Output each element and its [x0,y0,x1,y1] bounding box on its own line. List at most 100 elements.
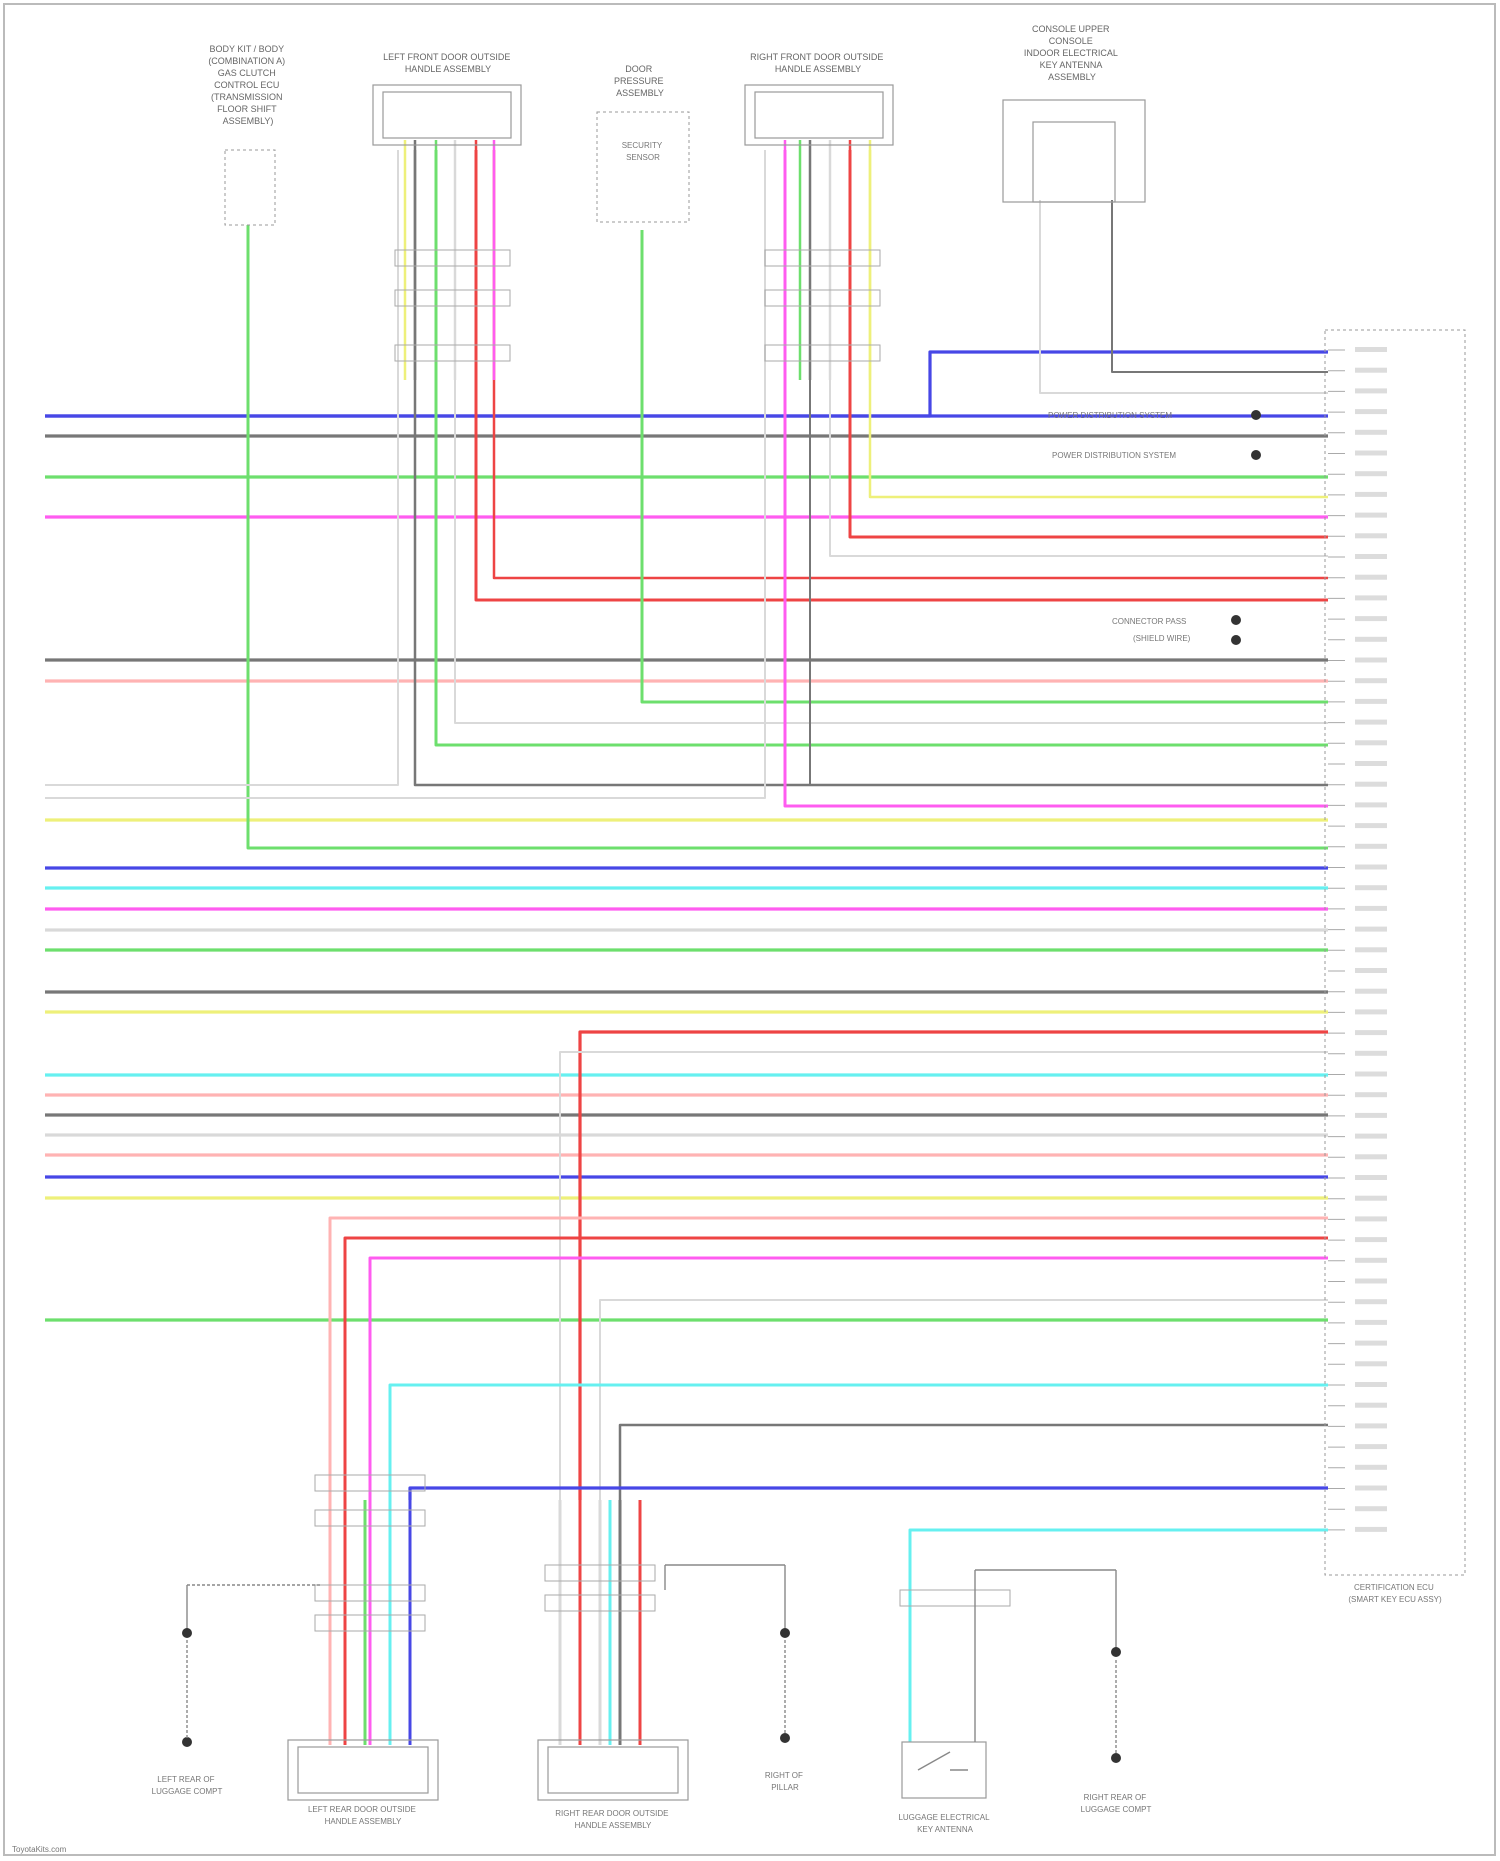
harness-wire [410,1488,1328,1500]
harness-wire [580,1032,1328,1500]
svg-text:LEFT REAR DOOR OUTSIDE H: LEFT REAR DOOR OUTSIDE HANDLE ASSEMBLY [308,1805,418,1826]
ecu-pin-label [1355,1403,1387,1408]
ecu-pin-label [1355,906,1387,911]
ecu-pin-label [1355,865,1387,870]
ecu-pin-label [1355,947,1387,952]
ecu-pin-label [1355,699,1387,704]
ecu-pin-label [1355,595,1387,600]
ecu-pin-label [1355,1423,1387,1428]
bottom-component-1: LEFT REAR OF LUGGAGE COMPT [152,1585,320,1796]
ecu-pin-label [1355,823,1387,828]
ecu-pin-label [1355,554,1387,559]
harness-wire [560,1052,1328,1500]
ecu-pin-label [1355,1486,1387,1491]
ecu-pin-label [1355,761,1387,766]
ecu-pin-label [1355,927,1387,932]
ecu-pin-label [1355,347,1387,352]
svg-text:RIGHT FRONT DOOR OUTSIDE: RIGHT FRONT DOOR OUTSIDE HANDLE ASSEMBLY [750,52,886,74]
svg-text:LEFT REAR OF LUGGAGE COM: LEFT REAR OF LUGGAGE COMPT [152,1775,223,1796]
ecu-pin-label [1355,533,1387,538]
harness-wire [1112,200,1328,372]
ecu-pin-label [1355,430,1387,435]
svg-text:CONNECTOR PASS: CONNECTOR PASS [1112,617,1186,626]
svg-text:RIGHT OF PILLAR: RIGHT OF PILLAR [765,1771,805,1792]
svg-text:SECURITY SENSOR: SECURITY SENSOR [622,141,665,162]
harness-wire [910,1530,1328,1742]
ecu-pin-label [1355,1154,1387,1159]
ecu-pin-label [1355,658,1387,663]
ecu-pin-label [1355,471,1387,476]
ecu-pin-label [1355,1237,1387,1242]
ecu-pin-label [1355,1382,1387,1387]
ecu-pin-label [1355,1030,1387,1035]
ecu-pin-label [1355,968,1387,973]
top-component-4: RIGHT FRONT DOOR OUTSIDE HANDLE ASSEMBLY [745,52,893,145]
bottom-component-2: LEFT REAR DOOR OUTSIDE HANDLE ASSEMBLY [288,1740,438,1826]
top-component-3: DOOR PRESSURE ASSEMBLY SECURITY SENSOR [597,64,689,222]
ecu-pin-label [1355,740,1387,745]
svg-text:CONSOLE UPPER CONSOLE: CONSOLE UPPER CONSOLE INDOOR ELECTRICAL … [1024,24,1120,82]
ecu-pin-label [1355,1113,1387,1118]
ecu-pin-label [1355,1506,1387,1511]
ecu-pin-label [1355,1361,1387,1366]
harness-wire [330,1218,1328,1500]
harness-wire [494,150,1328,578]
top-component-2: LEFT FRONT DOOR OUTSIDE HANDLE ASSEMBLY [373,52,521,145]
harness-wire [476,150,1328,600]
ecu-pin-label [1355,678,1387,683]
ecu-pin-label [1355,1175,1387,1180]
ecu-pin-label [1355,492,1387,497]
side-notes: POWER DISTRIBUTION SYSTEM POWER DISTRIBU… [1048,410,1261,645]
ecu-pin-label [1355,1465,1387,1470]
svg-text:LUGGAGE ELECTRICAL KEY A: LUGGAGE ELECTRICAL KEY ANTENNA [898,1813,991,1834]
harness-wire [850,150,1328,537]
bottom-component-4: RIGHT OF PILLAR [665,1565,805,1792]
bottom-component-6: RIGHT REAR OF LUGGAGE COMPT [1081,1647,1152,1814]
ecu-pin-label [1355,1341,1387,1346]
harness-wire [390,1385,1328,1500]
footer-watermark: ToyotaKits.com [12,1845,67,1854]
ecu-pin-label [1355,802,1387,807]
bottom-component-3: RIGHT REAR DOOR OUTSIDE HANDLE ASSEMBLY [538,1740,688,1830]
top-component-5: CONSOLE UPPER CONSOLE INDOOR ELECTRICAL … [1003,24,1145,202]
svg-text:LEFT FRONT DOOR OUTSIDE: LEFT FRONT DOOR OUTSIDE HANDLE ASSEMBLY [383,52,513,74]
harness-wire [45,352,1328,416]
harness-wire [600,1300,1328,1500]
ecu-pin-label [1355,844,1387,849]
svg-text:POWER DISTRIBUTION SYSTEM: POWER DISTRIBUTION SYSTEM [1052,451,1176,460]
ecu-pin-label [1355,368,1387,373]
certification-ecu-box [1325,330,1465,1575]
ecu-pin-label [1355,1216,1387,1221]
ecu-pin-label [1355,1444,1387,1449]
ecu-pin-label [1355,1196,1387,1201]
ecu-pin-label [1355,409,1387,414]
svg-text:POWER DISTRIBUTION SYSTEM: POWER DISTRIBUTION SYSTEM [1048,411,1172,420]
ecu-label: CERTIFICATION ECU (SMART KEY ECU ASSY) [1348,1583,1442,1604]
ecu-pin-label [1355,885,1387,890]
ecu-pin-label [1355,720,1387,725]
harness-wire [436,150,1328,745]
svg-text:BODY KIT / BODY (COMBINA: BODY KIT / BODY (COMBINATION A) GAS CLUT… [208,44,287,126]
harness-wire [1040,200,1328,393]
svg-text:DOOR PRESSURE ASSE: DOOR PRESSURE ASSEMBLY [614,64,666,98]
top-component-1: BODY KIT / BODY (COMBINATION A) GAS CLUT… [208,44,287,225]
ecu-pin-label [1355,1299,1387,1304]
inline-connector [765,345,880,361]
ecu-pin-label [1355,1072,1387,1077]
svg-text:(SHIELD WIRE): (SHIELD WIRE) [1133,634,1191,643]
ecu-pin-label [1355,616,1387,621]
ecu-pin-label [1355,388,1387,393]
wires-layer [45,140,1328,1745]
ecu-pin-label [1355,782,1387,787]
harness-wire [45,150,398,785]
inline-connector [900,1590,1010,1606]
ecu-pin-label [1355,1527,1387,1532]
ecu-pin-label [1355,451,1387,456]
ecu-pin-label [1355,1320,1387,1325]
svg-text:RIGHT REAR DOOR OUTSIDE: RIGHT REAR DOOR OUTSIDE HANDLE ASSEMBLY [555,1809,670,1830]
harness-wire [345,1238,1328,1500]
ecu-pin-label [1355,1051,1387,1056]
inline-connector [765,250,880,266]
inline-connector [765,290,880,306]
